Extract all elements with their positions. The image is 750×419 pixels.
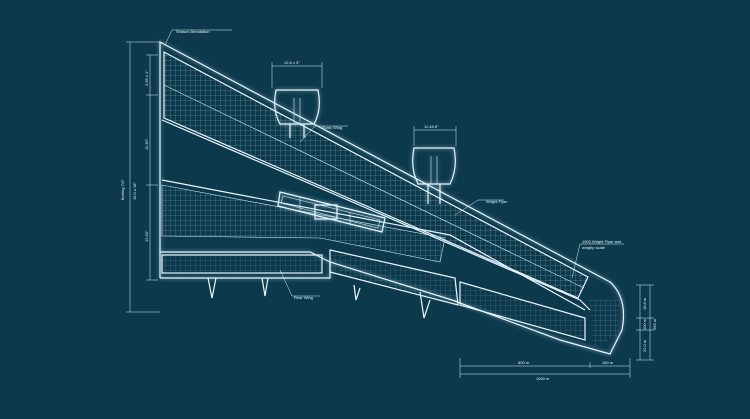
- engine1-dimension: 12.6 x 3": [284, 60, 300, 65]
- dim-c-label: 12.60": [144, 230, 149, 242]
- right-dimensions: [636, 284, 654, 361]
- leading-edge-grid: [163, 51, 589, 299]
- engine-2: [412, 147, 456, 204]
- flap-fairings: [207, 277, 431, 319]
- wright-flyer-sketch: [277, 191, 386, 233]
- dim-b-label: 11.30": [144, 138, 149, 150]
- trailing-edge-flaps: [161, 249, 620, 348]
- right-b-dimension: 100 m: [642, 318, 647, 330]
- bottom-right-dimension: 180 m: [602, 360, 614, 365]
- engine2-dimension: 11.48.6": [424, 124, 439, 129]
- bottom-total-dimension: 1000 m: [536, 376, 550, 381]
- right-c-dimension: 22.0 m: [642, 339, 647, 352]
- bottom-left-dimension: 800 m: [518, 360, 530, 365]
- note-label-2: wingtip scale: [582, 245, 606, 250]
- note-label: 1903 Wright Flyer and: [582, 239, 621, 244]
- left-dimensions: [126, 41, 160, 313]
- main-spar: [161, 119, 591, 311]
- rear-wing-label: Rear Wing: [294, 295, 313, 300]
- top-callout-label: Season Annotation: [176, 29, 210, 34]
- boeing-label: Boeing 747: [120, 179, 125, 200]
- dim-a-label: 2.55 x 1": [144, 70, 149, 86]
- sonic-wing-label: Sonic Wing: [322, 125, 342, 130]
- right-total-dimension: 260 m: [652, 318, 657, 330]
- callout-leaders: [164, 29, 624, 297]
- dim-total-label: 15.0 x 18": [132, 182, 137, 200]
- engine-1: [274, 89, 320, 138]
- engine-dimensions: [271, 62, 457, 146]
- wright-flyer-label: Wright Flyer: [486, 199, 508, 204]
- right-a-dimension: 18.8 m: [642, 297, 647, 310]
- bottom-dimensions: [459, 358, 631, 378]
